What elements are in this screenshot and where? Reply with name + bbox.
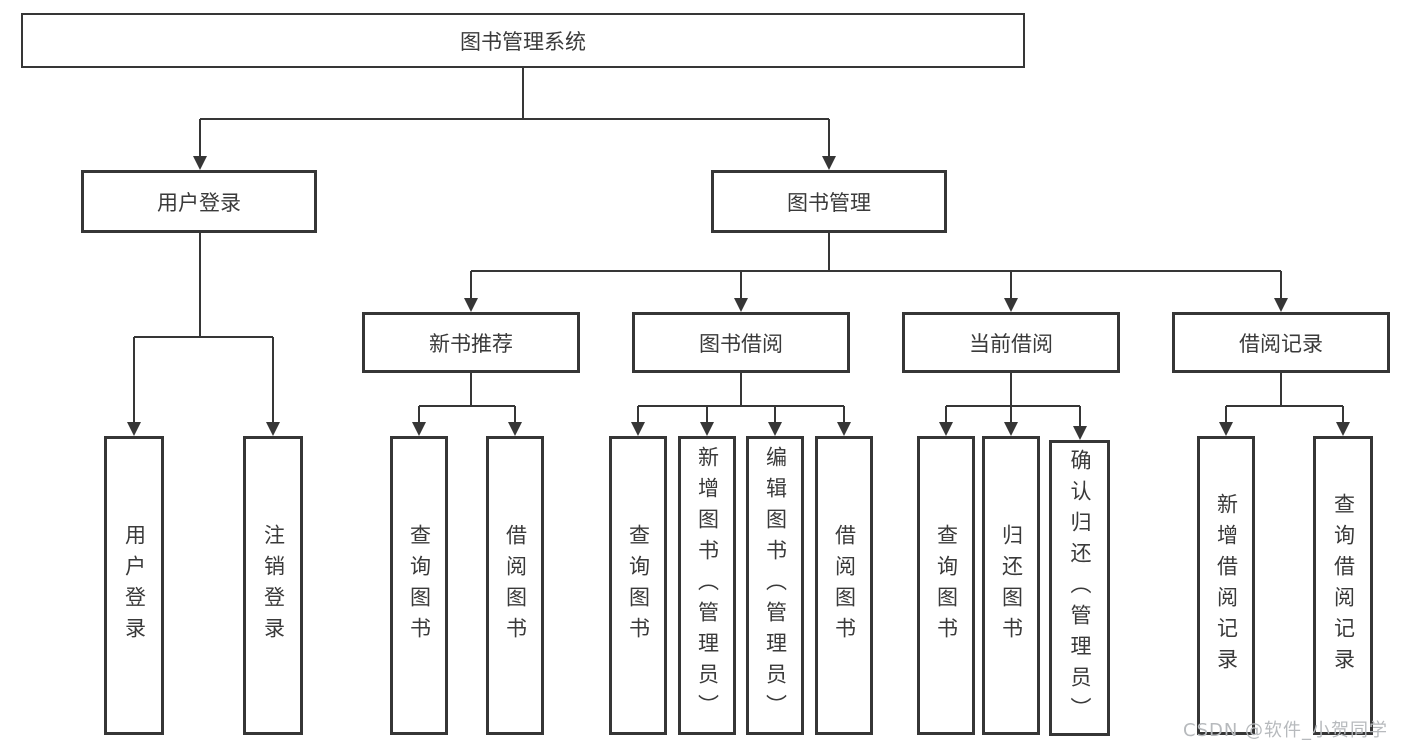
node-book-borrow: 图书借阅 <box>632 312 850 373</box>
leaf-label: 新增图书（管理员） <box>695 446 720 725</box>
node-borrow-record: 借阅记录 <box>1172 312 1390 373</box>
watermark: CSDN @软件_小贺同学 <box>1183 720 1389 741</box>
leaf-current-query-book: 查询图书 <box>917 436 975 735</box>
node-label: 图书管理系统 <box>460 29 586 54</box>
leaf-record-query-record: 查询借阅记录 <box>1313 436 1373 735</box>
leaf-label: 借阅图书 <box>503 523 528 648</box>
leaf-current-return-book: 归还图书 <box>982 436 1040 735</box>
leaf-label: 新增借阅记录 <box>1214 492 1239 679</box>
leaf-recommend-borrow-book: 借阅图书 <box>486 436 544 735</box>
node-user-login-group: 用户登录 <box>81 170 317 233</box>
node-new-book-recommend: 新书推荐 <box>362 312 580 373</box>
leaf-label: 注销登录 <box>261 523 286 648</box>
leaf-borrow-edit-book-admin: 编辑图书（管理员） <box>746 436 804 735</box>
leaf-label: 查询图书 <box>407 523 432 648</box>
leaf-label: 查询借阅记录 <box>1331 492 1356 679</box>
leaf-label: 确认归还（管理员） <box>1068 448 1092 728</box>
node-label: 图书借阅 <box>699 331 783 356</box>
leaf-label: 归还图书 <box>999 523 1024 648</box>
node-label: 图书管理 <box>787 190 871 215</box>
leaf-borrow-borrow-book: 借阅图书 <box>815 436 873 735</box>
leaf-label: 用户登录 <box>122 523 147 648</box>
arrowheads <box>127 156 1350 440</box>
leaf-logout: 注销登录 <box>243 436 303 735</box>
node-book-management: 图书管理 <box>711 170 947 233</box>
leaf-borrow-add-book-admin: 新增图书（管理员） <box>678 436 736 735</box>
node-current-borrow: 当前借阅 <box>902 312 1120 373</box>
leaf-label: 查询图书 <box>626 523 651 648</box>
node-label: 用户登录 <box>157 190 241 215</box>
node-label: 借阅记录 <box>1239 331 1323 356</box>
leaf-user-login: 用户登录 <box>104 436 164 735</box>
leaf-label: 编辑图书（管理员） <box>763 446 788 725</box>
leaf-record-add-record: 新增借阅记录 <box>1197 436 1255 735</box>
node-label: 新书推荐 <box>429 331 513 356</box>
leaf-current-confirm-return-admin: 确认归还（管理员） <box>1049 440 1110 736</box>
node-label: 当前借阅 <box>969 331 1053 356</box>
leaf-recommend-query-book: 查询图书 <box>390 436 448 735</box>
leaf-borrow-query-book: 查询图书 <box>609 436 667 735</box>
leaf-label: 借阅图书 <box>832 523 857 648</box>
node-system-root: 图书管理系统 <box>21 13 1025 68</box>
leaf-label: 查询图书 <box>934 523 959 648</box>
